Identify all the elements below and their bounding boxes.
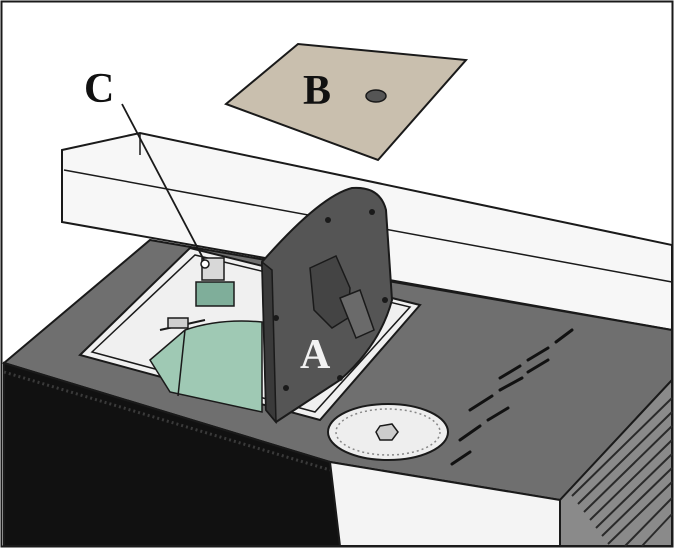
rotary-disc [327, 403, 449, 461]
label-a: A [300, 332, 331, 378]
callout-c-leader [121, 103, 205, 261]
vent-slats [571, 397, 673, 547]
cover-plate-b-hole [365, 89, 387, 103]
vent-grille [559, 377, 673, 547]
lid-a-latch [339, 289, 375, 340]
surface-dashes [450, 328, 574, 466]
reservoir-divider [177, 329, 186, 397]
label-b: B [303, 68, 331, 114]
label-c: C [84, 66, 114, 112]
lid-a-edge [261, 260, 277, 425]
cover-plate-b [224, 42, 469, 162]
housing-front-edge [3, 370, 331, 472]
lid-a-screws [273, 209, 388, 391]
sensor-assembly [159, 257, 235, 331]
